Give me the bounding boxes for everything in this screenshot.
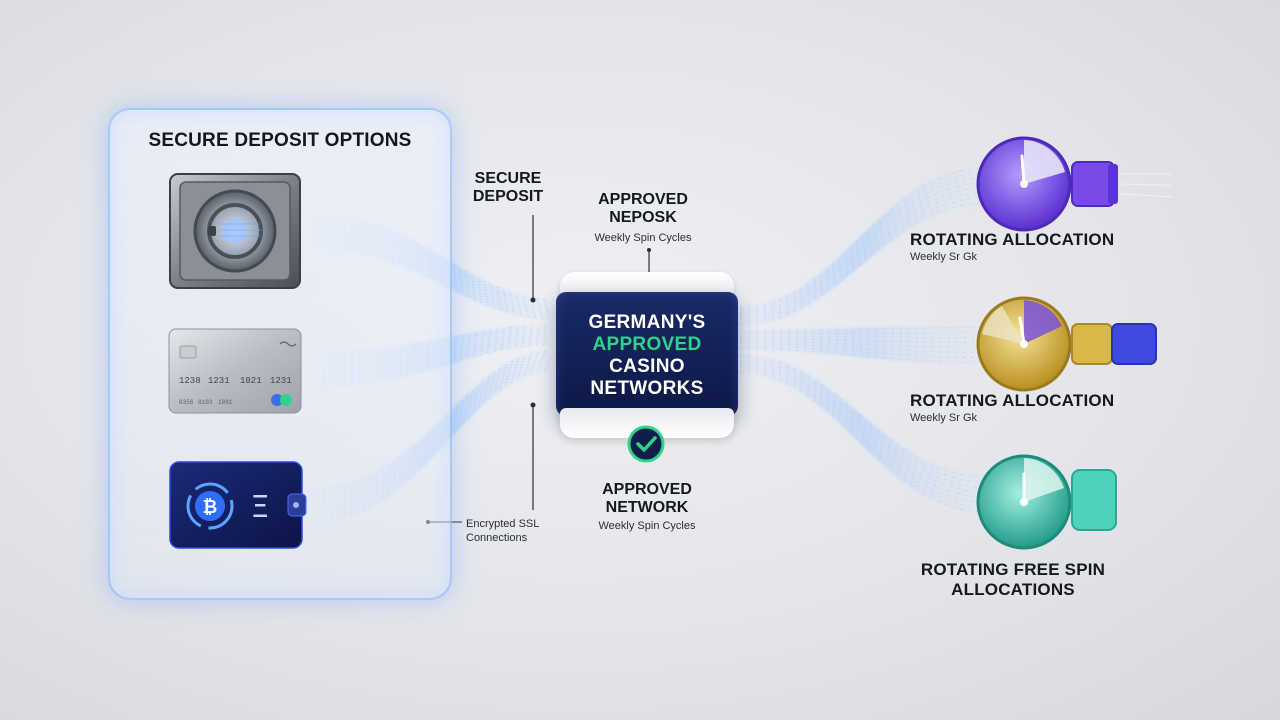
card-small-2: 8103 [198, 399, 213, 406]
ethereum-icon: Ξ [251, 490, 270, 525]
output-sub-2: Weekly Sr Gk [910, 412, 978, 424]
flow-line [739, 367, 991, 503]
output-sub-1: Weekly Sr Gk [910, 251, 978, 263]
purple-gauge-icon[interactable] [972, 134, 1172, 234]
flow-dots [739, 348, 991, 363]
flow-line [739, 369, 991, 508]
gold-gauge-icon[interactable] [972, 294, 1172, 394]
flow-line [739, 372, 991, 513]
crypto-wallet-icon[interactable]: ₿ Ξ [168, 460, 308, 550]
flow-line [739, 332, 991, 335]
approved-bottom-label: APPROVED NETWORK [602, 481, 692, 516]
panel-title: SECURE DEPOSIT OPTIONS [148, 130, 412, 151]
casino-network-hub[interactable]: GERMANY'S APPROVED CASINO NETWORKS [556, 272, 738, 442]
flow-dots [315, 365, 551, 514]
flow-line [739, 177, 991, 313]
flow-line [739, 354, 991, 478]
flow-line [739, 343, 991, 353]
flow-dots [739, 327, 991, 332]
approved-top-sub: Weekly Spin Cycles [594, 232, 692, 244]
flow-dots [739, 362, 991, 493]
flow-line [739, 167, 991, 308]
secure-deposit-label: SECURE DEPOSIT [472, 170, 544, 205]
output-title-3: ROTATING FREE SPIN ALLOCATIONS [920, 560, 1106, 599]
flow-line [739, 172, 991, 311]
flow-line [739, 348, 991, 363]
flow-dots [739, 335, 991, 338]
output-title-1: ROTATING ALLOCATION [910, 230, 1115, 249]
flow-line [739, 327, 991, 332]
flow-line [739, 202, 991, 326]
flow-line [739, 359, 991, 488]
card-small-1: 8356 [179, 399, 194, 406]
card-number-4: 1231 [270, 376, 292, 386]
flow-dots [739, 182, 991, 316]
card-number-2: 1231 [208, 376, 230, 386]
output-title-2: ROTATING ALLOCATION [910, 391, 1115, 410]
flow-dots [739, 343, 991, 353]
bitcoin-icon: ₿ [203, 497, 218, 518]
card-number-1: 1238 [179, 376, 201, 386]
card-small-3: 1081 [218, 399, 233, 406]
flow-line [739, 192, 991, 321]
flow-dots [315, 243, 551, 317]
flow-line [739, 357, 991, 483]
flow-dots [315, 239, 551, 315]
checkmark-icon [627, 425, 665, 463]
encrypted-ssl-label: Encrypted SSL Connections [466, 518, 540, 544]
hub-title: GERMANY'S APPROVED CASINO NETWORKS [588, 312, 706, 399]
teal-gauge-icon[interactable] [972, 452, 1172, 552]
flow-line [739, 335, 991, 338]
flow-dots [739, 340, 991, 348]
flow-dots [315, 363, 551, 510]
flow-dots [739, 187, 991, 318]
flow-dots [739, 364, 991, 498]
flow-dots [315, 247, 551, 319]
vault-icon[interactable] [168, 172, 302, 290]
hub-body [556, 292, 738, 416]
flow-dots [739, 332, 991, 335]
credit-card-icon[interactable]: 1238 1231 1021 1231 8356 8103 1081 [168, 328, 302, 414]
flow-dots [739, 338, 991, 343]
approved-bottom-sub: Weekly Spin Cycles [598, 520, 696, 532]
flow-dots [739, 345, 991, 358]
card-number-3: 1021 [240, 376, 262, 386]
approved-top-label: APPROVED NEPOSK [598, 191, 688, 226]
flow-line [739, 197, 991, 323]
